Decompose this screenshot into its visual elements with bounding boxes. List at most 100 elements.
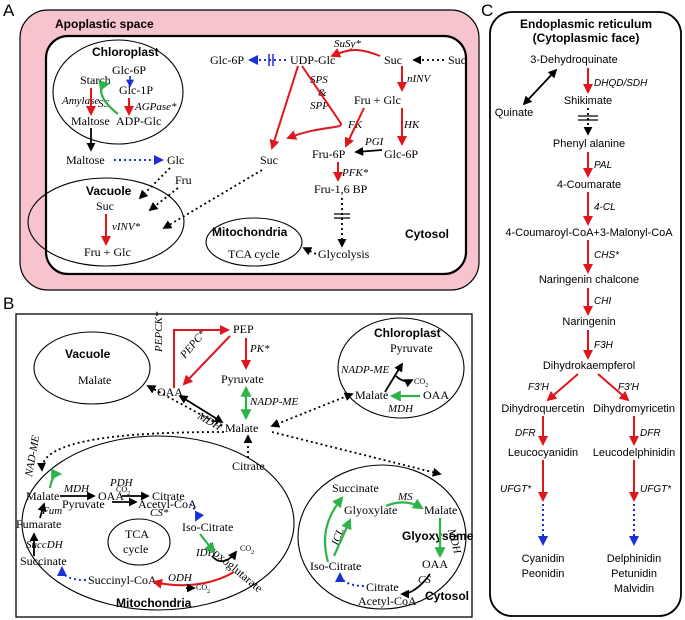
shikimate-block [578,115,598,121]
mitochondria-b-label: Mitochondria [116,596,192,610]
node-succinate-glyox: Succinate [332,481,379,495]
enzyme-chi: CHI [594,296,611,307]
node-dihydroquercetin: Dihydroquercetin [501,403,584,415]
node-acetyl-coa-mito: Acetyl-CoA [138,497,197,511]
enzyme-odh: ODH [168,572,193,584]
panel-a: A Apoplastic space Chloroplast Vacuole M… [3,1,480,291]
enzyme-fum: Fum [41,505,62,517]
enzyme-ufgt-2: UFGT* [640,484,672,495]
node-shikimate: Shikimate [564,95,612,107]
node-glc6p-chloro: Glc-6P [112,63,146,77]
node-co2-mito-1: CO2 [116,485,130,497]
node-leucocyanidin: Leucocyanidin [508,447,578,459]
node-pyruvate-chloro: Pyruvate [390,341,433,355]
enzyme-ms: MS [397,491,413,503]
node-fumarate: Fumarate [16,517,61,531]
node-pyruvate-mito: Pyruvate [62,497,105,511]
node-malate-glyox: Malate [424,503,457,517]
arrow-idh-co2 [211,550,238,563]
enzyme-pk: PK* [249,343,270,355]
arrow-malate-vacuole [146,385,223,427]
node-oaa-chloro: OAA [423,388,449,402]
arrow-pgi [354,146,383,156]
node-suc-2: Suc [260,153,278,167]
enzyme-dfr-1: DFR [515,428,536,439]
node-leucodelphinidin: Leucodelphinidin [593,447,676,459]
enzyme-dfr-2: DFR [640,428,661,439]
cytosol-a [44,34,468,276]
tca-label-1: TCA [125,527,149,541]
arrow-pepck [173,325,230,388]
er-title: Endoplasmic reticulum [520,17,652,31]
node-malvidin: Malvidin [614,583,654,595]
enzyme-nadp-me-chloro: NADP-ME [340,364,390,376]
node-fru: Fru [175,173,192,187]
enzyme-ninv: nINV [407,73,432,85]
apoplastic-space-label: Apoplastic space [55,17,154,31]
node-naringenin: Naringenin [562,316,615,328]
mitochondria-a [205,217,303,267]
enzyme-chs: CHS* [594,250,620,261]
enzyme-f3h-prime: F3'H [528,382,550,393]
node-pyruvate: Pyruvate [221,372,264,386]
node-acetyl-coa-glyox: Acetyl-CoA [358,594,417,608]
arrow-quinate [522,68,558,106]
vacuole-a-label: Vacuole [86,184,132,198]
cytosol-a-label: Cytosol [405,227,449,241]
enzyme-4-cl: 4-CL [594,202,616,213]
node-4-coumaroyl-coa: 4-Coumaroyl-CoA+3-Malonyl-CoA [505,227,673,239]
enzyme-ss: SS [98,98,110,110]
arrow-mdh [178,395,224,423]
arrow-succinyl-succinate [57,566,87,581]
arrow-ss [98,80,119,115]
arrow-ms [385,498,424,510]
arrow-icl-glyoxylate [332,517,352,557]
enzyme-nadp-me: NADP-ME [249,396,299,408]
enzyme-f3h: F3H [594,340,614,351]
node-pep: PEP [233,322,254,336]
node-oaa-mito: OAA [98,489,124,503]
enzyme-ufgt-1: UFGT* [500,484,532,495]
node-co2-mito-3: CO2 [196,583,210,595]
enzyme-susy: SuSy* [334,38,361,50]
chloroplast-a [52,39,184,145]
enzyme-mdh-mito: MDH [63,483,90,495]
arrow-pepc [182,335,231,386]
node-maltose-chloro: Maltose [71,114,110,128]
enzyme-pdh: PDH [109,477,134,489]
node-maltose: Maltose [66,153,105,167]
panel-b-label: B [3,294,14,313]
enzyme-icl: ICL [329,527,346,548]
enzyme-hk: HK [403,119,420,131]
tca-cycle-b [107,518,171,566]
node-malate-chloro: Malate [355,388,388,402]
er-subtitle: (Cytoplasmic face) [533,31,640,45]
vacuole-b-label: Vacuole [65,347,111,361]
node-glc6p-2: Glc-6P [384,147,418,161]
panel-a-label: A [3,1,15,20]
node-tca-cycle: TCA cycle [228,247,280,261]
panel-c-label: C [481,1,493,20]
node-malate: Malate [225,421,258,435]
node-suc-vacuole: Suc [96,199,114,213]
chloroplast-b [337,317,465,419]
node-co2-chloro: CO2 [414,377,428,389]
arrow-nad-me [48,468,63,489]
arrow-malate-mito [37,431,225,472]
node-succinate-mito: Succinate [20,554,67,568]
node-glycolysis: Glycolysis [318,247,370,261]
arrow-glycolysis-tca [302,247,317,256]
arrow-co2-chloro [395,375,414,388]
enzyme-pgi: PGI [364,136,385,148]
node-suc: Suc [384,53,402,67]
node-fru-glc-vacuole: Fru + Glc [84,245,131,259]
node-citrate: Citrate [232,459,265,473]
enzyme-sps: SPS [310,74,328,86]
node-delphinidin: Delphinidin [607,553,661,565]
glyoxysome-b [297,464,467,610]
node-malate-vacuole: Malate [78,373,111,387]
node-glyoxylate: Glyoxylate [344,503,397,517]
panel-c: C Endoplasmic reticulum (Cytoplasmic fac… [481,1,682,617]
enzyme-f3h-prime-prime: F3'H [618,382,640,393]
